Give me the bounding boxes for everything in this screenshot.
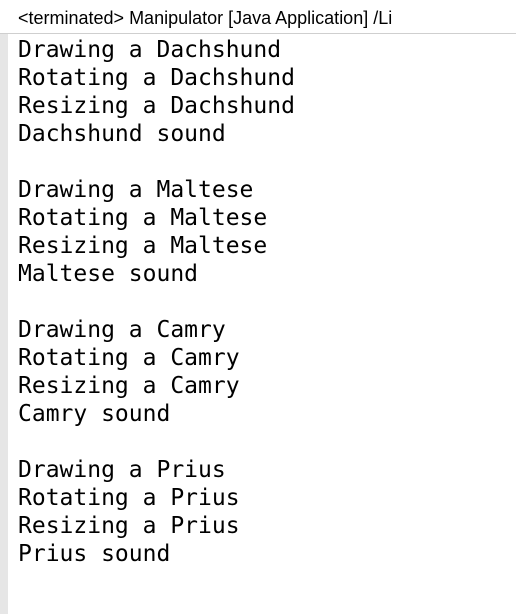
console-line: Resizing a Camry [18, 373, 240, 399]
console-line: Drawing a Dachshund [18, 37, 282, 63]
console-line: Rotating a Prius [18, 485, 240, 511]
console-line: Maltese sound [18, 261, 199, 287]
console-line [18, 428, 295, 456]
console-line: Resizing a Maltese [18, 233, 268, 259]
console-output: Drawing a Dachshund Rotating a Dachshund… [18, 36, 295, 568]
console-line: Drawing a Maltese [18, 177, 254, 203]
console-line [18, 288, 295, 316]
console-line: Dachshund sound [18, 121, 226, 147]
console-gutter [0, 34, 8, 614]
console-line [18, 148, 295, 176]
console-line: Rotating a Dachshund [18, 65, 295, 91]
console-title-bar: <terminated> Manipulator [Java Applicati… [0, 0, 516, 34]
console-line: Resizing a Prius [18, 513, 240, 539]
console-line: Camry sound [18, 401, 171, 427]
console-line: Rotating a Maltese [18, 205, 268, 231]
console-line: Prius sound [18, 541, 171, 567]
console-line: Drawing a Prius [18, 457, 226, 483]
console-line: Rotating a Camry [18, 345, 240, 371]
console-line: Resizing a Dachshund [18, 93, 295, 119]
console-line: Drawing a Camry [18, 317, 226, 343]
console-output-area[interactable]: Drawing a Dachshund Rotating a Dachshund… [0, 34, 516, 614]
console-title: <terminated> Manipulator [Java Applicati… [18, 8, 393, 28]
